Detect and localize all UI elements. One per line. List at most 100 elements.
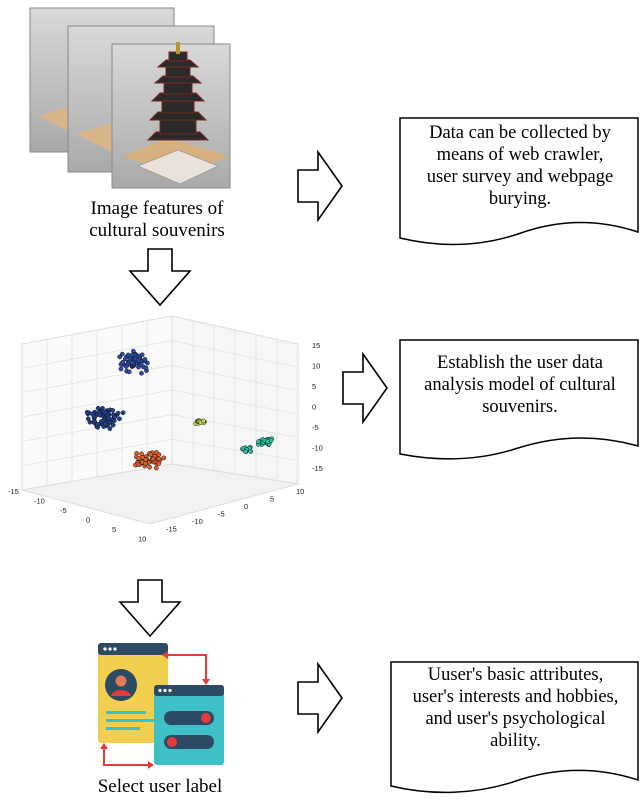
scatter-point xyxy=(92,419,97,425)
scatter-point xyxy=(243,449,248,454)
scatter-point xyxy=(265,439,271,445)
scatter-point xyxy=(136,455,142,461)
scatter-point xyxy=(154,450,159,455)
scatter-point xyxy=(90,411,95,417)
scatter-point xyxy=(115,410,121,416)
note-2-text: Establish the user data analysis model o… xyxy=(400,352,640,418)
note-1-line: burying. xyxy=(488,189,552,209)
pagoda-image-stack xyxy=(29,7,231,189)
scatter-point xyxy=(120,360,125,365)
arrow-down-2 xyxy=(118,579,182,638)
scatter-point xyxy=(103,410,109,416)
scatter-point xyxy=(111,418,117,424)
z-tick-label: 15 xyxy=(312,341,320,350)
connector-arrows xyxy=(103,654,207,766)
note-1-line: user survey and webpage xyxy=(426,167,614,187)
z-tick-label: -15 xyxy=(312,464,323,473)
scatter-point xyxy=(142,357,148,362)
arrow-right-2 xyxy=(342,352,388,424)
y-tick-label: 10 xyxy=(296,487,304,496)
note-1-line: Data can be collected by xyxy=(429,123,611,143)
user-settings-card xyxy=(154,685,224,765)
scatter-point xyxy=(129,352,135,358)
scatter-point xyxy=(84,409,90,415)
scatter-point xyxy=(117,416,122,422)
arrow-down-1 xyxy=(128,248,192,307)
x-tick-label: 5 xyxy=(112,525,116,534)
scatter-point xyxy=(150,456,156,462)
y-tick-label: -10 xyxy=(192,517,203,526)
scatter-point xyxy=(248,449,254,454)
x-tick-label: -10 xyxy=(34,497,45,506)
note-3-line: ability. xyxy=(490,731,541,751)
y-tick-label: -5 xyxy=(218,510,225,519)
scatter-point xyxy=(139,370,144,376)
arrow-right-1 xyxy=(297,150,343,222)
note-2-line: analysis model of cultural xyxy=(424,375,616,395)
note-1-text: Data can be collected by means of web cr… xyxy=(400,122,640,210)
x-tick-label: 10 xyxy=(138,535,146,544)
scatter-point xyxy=(138,362,144,367)
arrow-right-3 xyxy=(297,662,343,734)
scatter-point xyxy=(136,357,141,363)
z-tick-label: -5 xyxy=(312,423,319,432)
note-3-text: Uuser's basic attributes, user's interes… xyxy=(391,664,640,752)
z-tick-label: 5 xyxy=(312,382,316,391)
scatter-point xyxy=(112,414,118,420)
y-tick-label: 5 xyxy=(270,495,274,504)
toggle-2 xyxy=(164,735,214,749)
scatter-point xyxy=(118,366,124,372)
scatter-point xyxy=(119,351,125,357)
image-features-caption-line2: cultural souvenirs xyxy=(89,220,225,241)
scatter-point xyxy=(85,416,91,422)
scatter-point xyxy=(123,364,129,369)
scatter-point xyxy=(148,452,154,458)
note-3-line: Uuser's basic attributes, xyxy=(427,665,604,685)
note-1-line: means of web crawler, xyxy=(436,145,604,165)
scatter-point xyxy=(107,419,112,425)
scatter-point xyxy=(156,460,162,466)
scatter-point xyxy=(97,412,103,418)
scatter-point xyxy=(125,352,131,358)
y-tick-label: 0 xyxy=(244,502,248,511)
z-tick-label: 10 xyxy=(312,362,320,371)
scatter-point xyxy=(106,415,112,421)
x-tick-label: 0 xyxy=(86,516,90,525)
note-2-shape xyxy=(399,339,639,460)
scatter-point xyxy=(156,456,162,462)
note-2-line: Establish the user data xyxy=(437,353,603,373)
scatter-point xyxy=(143,461,148,466)
toggle-1 xyxy=(164,711,214,725)
note-3-line: and user's psychological xyxy=(425,709,606,729)
user-profile-card xyxy=(98,643,168,743)
scatter-point xyxy=(95,405,101,411)
scatter-point xyxy=(103,421,108,426)
scatter-point xyxy=(143,365,149,371)
scatter-point xyxy=(143,457,149,462)
image-features-caption-line1: Image features of xyxy=(90,198,224,219)
y-tick-label: -15 xyxy=(166,525,177,534)
scatter-point xyxy=(129,360,135,365)
image-features-caption: Image features of cultural souvenirs xyxy=(62,198,252,242)
scatter-point xyxy=(256,439,261,445)
x-tick-label: -15 xyxy=(8,487,19,496)
scatter-point xyxy=(135,462,141,468)
note-2-line: souvenirs. xyxy=(482,397,558,417)
scatter-point xyxy=(161,455,167,461)
scatter-point xyxy=(153,465,159,471)
select-user-label-caption: Select user label xyxy=(97,776,223,797)
x-tick-label: -5 xyxy=(60,506,67,515)
note-3-line: user's interests and hobbies, xyxy=(412,687,619,707)
scatter-point xyxy=(201,418,206,424)
scatter-point xyxy=(110,408,116,413)
z-tick-label: -10 xyxy=(312,444,323,453)
z-tick-label: 0 xyxy=(312,403,316,412)
user-label-illustration xyxy=(98,643,224,769)
scatter-point xyxy=(110,422,116,428)
scatter-point xyxy=(122,356,128,362)
scatter-point xyxy=(126,369,132,375)
note-1-shape xyxy=(399,117,639,246)
scatter-point xyxy=(120,410,126,416)
cluster-3d-plot: 15 10 5 0 -5 -10 -15 10 5 0 -5 -10 -15 -15 -10 -5 0 5 10 xyxy=(8,315,323,544)
scatter-point xyxy=(147,464,152,470)
